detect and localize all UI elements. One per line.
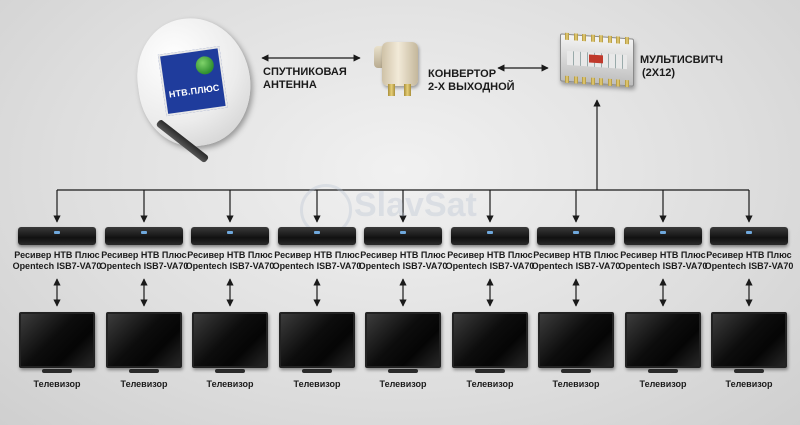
multiswitch-brand-tag bbox=[589, 54, 603, 64]
converter-label: КОНВЕРТОР 2-Х ВЫХОДНОЙ bbox=[428, 68, 515, 94]
multiswitch-label-line1: МУЛЬТИСВИТЧ bbox=[640, 54, 723, 66]
tv-label: Телевизор bbox=[120, 379, 168, 389]
tv-screen bbox=[711, 312, 787, 368]
tv-stand bbox=[475, 369, 505, 373]
receiver bbox=[537, 227, 615, 245]
watermark-text: SlavSat bbox=[354, 186, 477, 224]
ntv-plus-logo: НТВ.ПЛЮС bbox=[157, 46, 228, 117]
tv-label: Телевизор bbox=[639, 379, 687, 389]
receiver-label-line1: Ресивер НТВ Плюс bbox=[101, 250, 187, 260]
dish-label-line1: СПУТНИКОВАЯ bbox=[263, 66, 347, 78]
receiver-label-line1: Ресивер НТВ Плюс bbox=[447, 250, 533, 260]
converter-body bbox=[382, 42, 418, 86]
receiver bbox=[624, 227, 702, 245]
tv-screen bbox=[452, 312, 528, 368]
receiver bbox=[18, 227, 96, 245]
converter-port bbox=[388, 84, 395, 96]
tv-label: Телевизор bbox=[725, 379, 773, 389]
converter-device bbox=[374, 42, 426, 102]
dish-reflector: НТВ.ПЛЮС bbox=[129, 10, 259, 154]
receiver bbox=[191, 227, 269, 245]
receiver bbox=[105, 227, 183, 245]
receiver-label-line1: Ресивер НТВ Плюс bbox=[533, 250, 619, 260]
tv-label: Телевизор bbox=[466, 379, 514, 389]
receiver bbox=[710, 227, 788, 245]
tv-stand bbox=[42, 369, 72, 373]
tv-label: Телевизор bbox=[293, 379, 341, 389]
tv-stand bbox=[215, 369, 245, 373]
tv-stand bbox=[129, 369, 159, 373]
tv-screen bbox=[192, 312, 268, 368]
satellite-dish: НТВ.ПЛЮС bbox=[129, 10, 259, 168]
receiver-label-line1: Ресивер НТВ Плюс bbox=[187, 250, 273, 260]
converter-label-line2: 2-Х ВЫХОДНОЙ bbox=[428, 81, 515, 93]
receiver bbox=[278, 227, 356, 245]
receiver-label-line1: Ресивер НТВ Плюс bbox=[274, 250, 360, 260]
dish-label-line2: АНТЕННА bbox=[263, 79, 317, 91]
dish-label: СПУТНИКОВАЯ АНТЕННА bbox=[263, 66, 347, 92]
multiswitch-label-line2: (2Х12) bbox=[642, 67, 676, 79]
tv-screen bbox=[279, 312, 355, 368]
receiver-label-line2: Opentech ISB7-VA70 bbox=[618, 261, 708, 271]
receiver-label-line2: Opentech ISB7-VA70 bbox=[12, 261, 102, 271]
tv-stand bbox=[388, 369, 418, 373]
receiver-label-line2: Opentech ISB7-VA70 bbox=[445, 261, 535, 271]
tv-stand bbox=[561, 369, 591, 373]
tv-stand bbox=[648, 369, 678, 373]
tv-label: Телевизор bbox=[552, 379, 600, 389]
tv-stand bbox=[734, 369, 764, 373]
tv-screen bbox=[106, 312, 182, 368]
tv-label: Телевизор bbox=[379, 379, 427, 389]
receiver-label-line2: Opentech ISB7-VA70 bbox=[704, 261, 794, 271]
tv-label: Телевизор bbox=[33, 379, 81, 389]
tv-stand bbox=[302, 369, 332, 373]
tv-label: Телевизор bbox=[206, 379, 254, 389]
globe-icon bbox=[194, 55, 215, 76]
receiver-label-line2: Opentech ISB7-VA70 bbox=[99, 261, 189, 271]
receiver-label-line1: Ресивер НТВ Плюс bbox=[360, 250, 446, 260]
receiver-label-line1: Ресивер НТВ Плюс bbox=[620, 250, 706, 260]
receiver-label-line1: Ресивер НТВ Плюс bbox=[706, 250, 792, 260]
receiver-label-line2: Opentech ISB7-VA70 bbox=[531, 261, 621, 271]
receiver-label-line2: Opentech ISB7-VA70 bbox=[272, 261, 362, 271]
tv-screen bbox=[625, 312, 701, 368]
multiswitch-label: МУЛЬТИСВИТЧ (2Х12) bbox=[640, 54, 723, 80]
tv-screen bbox=[538, 312, 614, 368]
converter-label-line1: КОНВЕРТОР bbox=[428, 68, 497, 80]
receiver bbox=[451, 227, 529, 245]
receiver-label-line2: Opentech ISB7-VA70 bbox=[185, 261, 275, 271]
receiver bbox=[364, 227, 442, 245]
multiswitch-device bbox=[560, 32, 634, 88]
tv-screen bbox=[19, 312, 95, 368]
dish-brand-text: НТВ.ПЛЮС bbox=[168, 82, 221, 100]
receiver-label-line1: Ресивер НТВ Плюс bbox=[14, 250, 100, 260]
tv-screen bbox=[365, 312, 441, 368]
receiver-label-line2: Opentech ISB7-VA70 bbox=[358, 261, 448, 271]
converter-port bbox=[404, 84, 411, 96]
